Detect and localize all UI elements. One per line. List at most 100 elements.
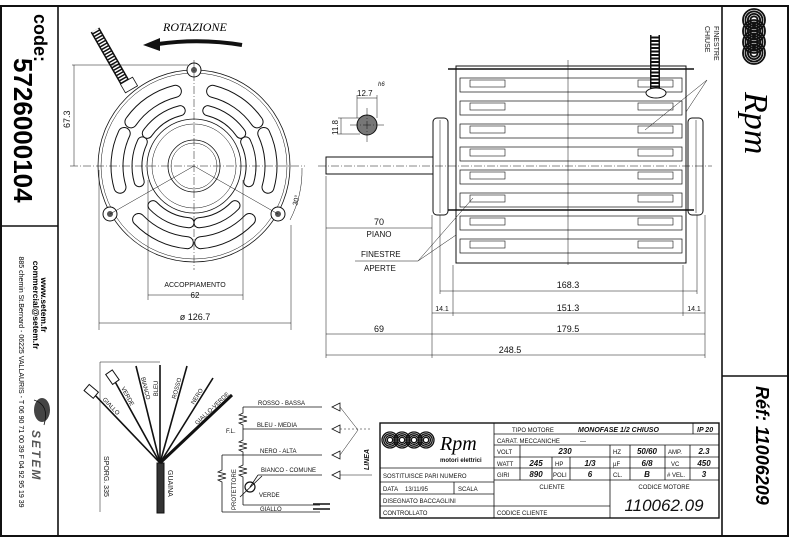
rotation-arrow-icon [143, 38, 243, 51]
fin [459, 238, 683, 254]
wire-label: GIALLO [101, 397, 121, 417]
line-arrows-line [339, 429, 359, 456]
coil-mark [746, 45, 762, 61]
dim-248: 248.5 [499, 345, 522, 355]
rotation-label: ROTAZIONE [162, 20, 227, 34]
fin [459, 192, 683, 208]
thermal-protector-icon [244, 481, 256, 493]
amp-label: AMP. [668, 450, 682, 456]
fin [459, 169, 683, 185]
ventilation-slots [110, 84, 278, 250]
title-block: Rpm motori elettrici SOSTITUISCE PARI NU… [379, 422, 720, 519]
vent-slot-inner [207, 85, 263, 128]
sheet-frame [0, 5, 789, 537]
coil-mark [386, 436, 394, 444]
sheet-frame-line [0, 5, 789, 537]
wiring-schematic-line [237, 407, 248, 505]
speeds-value: 3 [702, 470, 707, 479]
wire-verde [112, 377, 161, 464]
wire-label: BLEU [154, 381, 160, 397]
diameter-dim: ø 126.7 [180, 312, 211, 322]
rotation-arrow-icon-line [157, 39, 243, 47]
shaft-tolerance: h6 [378, 82, 385, 88]
motor-type-label: TIPO MOTORE [512, 428, 554, 434]
coil-mark [746, 23, 762, 39]
client-label: CLIENTE [539, 485, 564, 491]
window-slot [637, 148, 674, 157]
title-logo-text: Rpm [439, 433, 477, 455]
protector-label: PROTETTORE [232, 469, 238, 510]
window-slot [469, 171, 506, 180]
vent-slot-inner [148, 201, 194, 228]
window-slot [637, 240, 674, 249]
window-slot [469, 194, 506, 203]
height-dim: 67.3 [62, 110, 72, 128]
uf-value: 6/8 [641, 459, 653, 468]
angle-dim: 30° [291, 194, 302, 206]
setem-logo: SETEM [29, 398, 50, 481]
fin [459, 215, 683, 231]
open-windows-label-1: FINESTRE [361, 250, 401, 259]
mech-label: CARAT. MECCANICHE [497, 439, 560, 445]
coil-mark [749, 48, 759, 58]
coil-mark [420, 434, 432, 446]
rpm-value: 890 [529, 470, 543, 479]
reference-number: Réf: 11006209 [752, 386, 772, 505]
cable [90, 27, 139, 94]
open-windows-label-2: APERTE [364, 264, 396, 273]
vent-slot-inner [111, 127, 130, 193]
vc-label: VC [671, 462, 680, 468]
protrusion-label: SPORG. 335 [102, 456, 109, 497]
capacitor-icon [313, 503, 330, 510]
window-slot [469, 148, 506, 157]
line-arrows-line [331, 402, 341, 412]
front-view-line [193, 165, 279, 215]
cable-line [119, 76, 139, 94]
dim-151: 151.3 [557, 303, 580, 313]
email: commercial@setem.fr [31, 261, 41, 350]
dim-179: 179.5 [557, 324, 580, 334]
wiring-schematic-line [239, 475, 263, 498]
poles-label: POLI [553, 473, 567, 479]
line-arrows-line [331, 470, 341, 480]
flat-length-dim: 70 [374, 217, 384, 227]
product-code: 5726000104 [8, 58, 38, 203]
vent-slot-inner [194, 201, 240, 228]
fin [459, 100, 683, 116]
coil-mark [746, 12, 762, 28]
sheath [156, 462, 165, 514]
wiring-schematic-line [216, 455, 227, 512]
dim-168: 168.3 [557, 280, 580, 290]
wiring-schematic-line [249, 474, 259, 488]
window-slot [469, 125, 506, 134]
window-slot [637, 217, 674, 226]
side-view: FINESTRE CHIUSE FINESTRE APERTE 70 PIANO… [318, 26, 719, 358]
side-view-line [417, 197, 474, 262]
coil-mark [742, 30, 766, 54]
flat-label: PIANO [367, 230, 392, 239]
fin [459, 146, 683, 162]
low-speed-label: ROSSO - BASSA [258, 401, 305, 407]
title-block-logo [381, 431, 435, 449]
replaces-label: SOSTITUISCE PARI NUMERO [383, 474, 467, 480]
vc-value: 450 [696, 459, 711, 468]
wire-bianco [135, 365, 161, 464]
setem-logo-line [34, 398, 50, 422]
coil-mark [419, 433, 433, 447]
right-end-cap [687, 117, 704, 216]
vent-slot-inner [132, 137, 147, 187]
wire-giallo [91, 391, 161, 464]
side-view-line [644, 79, 708, 131]
line-label: LINEA [364, 449, 371, 470]
window-slot [469, 217, 506, 226]
speeds-label: # VEL. [667, 473, 685, 479]
vent-slot-inner [195, 213, 255, 249]
line-arrows-line [331, 450, 341, 460]
window-slot [637, 194, 674, 203]
closed-windows-label-2: CHIUSE [703, 26, 710, 53]
watt-value: 245 [528, 459, 543, 468]
coil-mark [398, 436, 406, 444]
green-label: VERDE [259, 493, 280, 499]
dim-14-right: 14.1 [687, 306, 701, 313]
